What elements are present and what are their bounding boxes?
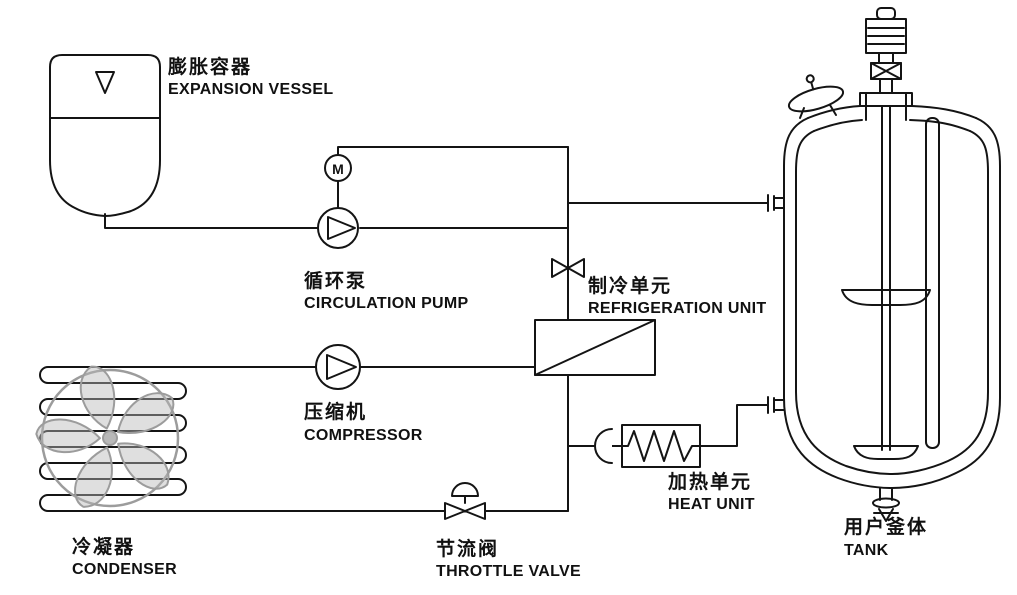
fan-hub: [102, 430, 118, 446]
impeller-upper: [841, 289, 931, 306]
motor-coupling-cross: [870, 62, 902, 80]
label-refrigeration-unit-en: REFRIGERATION UNIT: [588, 300, 767, 317]
tank-neck-lines: [865, 105, 907, 121]
label-circulation-pump-zh: 循环泵: [304, 271, 368, 292]
pipes: [104, 146, 769, 512]
drain-flange: [872, 497, 900, 509]
tank-inner-top: [813, 119, 971, 132]
pump-body: [317, 207, 359, 249]
pump-triangle: [327, 216, 356, 240]
vessel-level-triangle: [95, 71, 115, 94]
label-heat-unit-zh: 加热单元: [668, 472, 753, 493]
tank-agitator-motor: [859, 7, 913, 107]
impeller-lower: [853, 445, 919, 460]
condenser-coil: [39, 366, 446, 512]
tank-nozzle-bottom: [767, 396, 785, 414]
label-compressor-zh: 压缩机: [304, 402, 368, 423]
label-heat-unit-en: HEAT UNIT: [668, 496, 755, 513]
motor-cap: [876, 7, 896, 20]
nozzle-stub: [773, 399, 785, 411]
dip-tube: [925, 117, 940, 449]
label-condenser-en: CONDENSER: [72, 561, 177, 578]
throttle-bowtie: [444, 502, 486, 520]
pump-motor-circle: [324, 154, 352, 182]
tank-bottom-drain: [872, 487, 900, 522]
lid-handle-knob: [805, 74, 815, 84]
flange-bolts: [865, 92, 907, 107]
fan-blade: [117, 392, 175, 434]
motor-neck: [878, 52, 894, 64]
refrigeration-unit-symbol: [534, 319, 656, 376]
lid-neck: [799, 104, 837, 119]
fan-blade: [35, 418, 102, 454]
compressor-symbol: [315, 344, 361, 390]
nozzle-flange: [767, 396, 775, 414]
expansion-vessel-symbol: [49, 54, 161, 217]
label-expansion-vessel-zh: 膨胀容器: [168, 57, 253, 78]
label-circulation-pump-en: CIRCULATION PUMP: [304, 295, 469, 312]
motor-ribs: [867, 27, 905, 45]
fan-blade: [74, 446, 113, 508]
tank-symbol: [767, 7, 1001, 522]
throttle-actuator-dome: [451, 482, 479, 497]
label-tank-en: TANK: [844, 542, 889, 559]
tank-outer-wall: [783, 117, 1001, 489]
pipe-vessel-to-pump: [104, 213, 319, 229]
fan-blade: [79, 365, 116, 430]
heat-line-hop: [594, 428, 613, 464]
label-compressor-en: COMPRESSOR: [304, 427, 423, 444]
label-condenser-zh: 冷凝器: [72, 537, 136, 558]
refrigeration-valve-symbol: [551, 258, 585, 278]
lid-handle-stem: [810, 81, 815, 91]
heat-unit-symbol: [594, 424, 701, 468]
heat-resistor-zigzag: [621, 430, 701, 462]
valve-bowtie: [551, 258, 585, 278]
pipe-heat-to-tank: [699, 404, 769, 447]
throttle-valve-symbol: [444, 482, 486, 520]
fan-ring: [40, 368, 180, 508]
tank-inner-wall: [795, 130, 989, 475]
refrig-diagonal: [534, 319, 656, 376]
motor-lower-neck: [879, 78, 893, 94]
circulation-pump-symbol: [317, 154, 359, 249]
fan-blades: [35, 365, 175, 508]
label-expansion-vessel-en: EXPANSION VESSEL: [168, 81, 334, 98]
nozzle-flange: [767, 194, 775, 212]
pipe-return-top: [337, 146, 569, 156]
tank-nozzle-top: [767, 194, 785, 212]
pump-motor-letter: M: [332, 161, 344, 177]
fan-blade: [117, 442, 170, 490]
lid-disc: [787, 85, 845, 113]
vessel-outline: [49, 54, 161, 217]
manhole-lid: [787, 74, 845, 113]
label-refrigeration-unit-zh: 制冷单元: [588, 276, 673, 297]
label-throttle-valve-en: THROTTLE VALVE: [436, 563, 581, 580]
condenser-fan: [35, 365, 180, 508]
mount-flange: [859, 92, 913, 107]
compressor-triangle: [326, 354, 357, 380]
condenser-symbol: [35, 365, 446, 512]
nozzle-stub: [773, 197, 785, 209]
tank-outer-top: [807, 105, 977, 119]
agitator-shaft: [881, 105, 891, 451]
label-throttle-valve-zh: 节流阀: [436, 539, 500, 560]
label-tank-zh: 用户釜体: [844, 517, 929, 538]
